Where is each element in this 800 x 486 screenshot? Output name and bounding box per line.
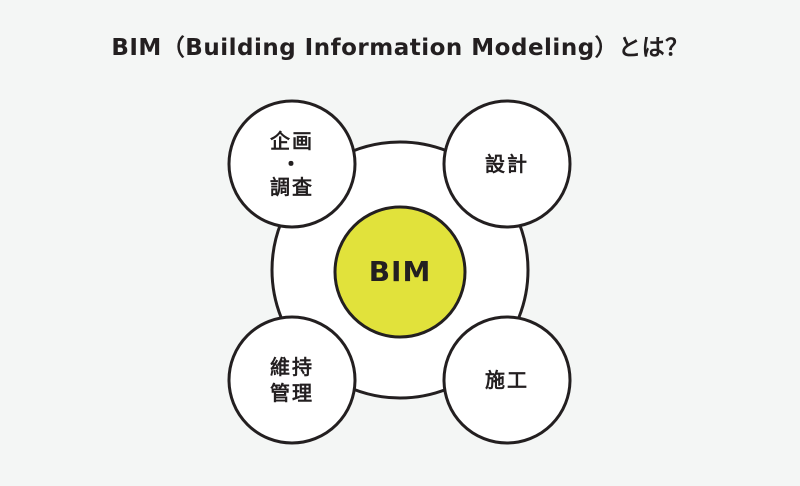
diagram-title: BIM（Building Information Modeling）とは？	[111, 35, 689, 61]
node-circle-planning	[227, 99, 357, 229]
node-circle-maintenance	[227, 315, 357, 445]
node-label-maintenance: 維持 管理	[270, 354, 314, 405]
node-circle-construction	[442, 315, 572, 445]
node-label-construction: 施工	[485, 367, 529, 392]
node-label-planning: 企画 ・ 調査	[270, 128, 314, 199]
node-label-design: 設計	[485, 151, 529, 176]
center-label: BIM	[368, 254, 432, 288]
node-circle-design	[442, 99, 572, 229]
center-circle	[333, 205, 467, 339]
